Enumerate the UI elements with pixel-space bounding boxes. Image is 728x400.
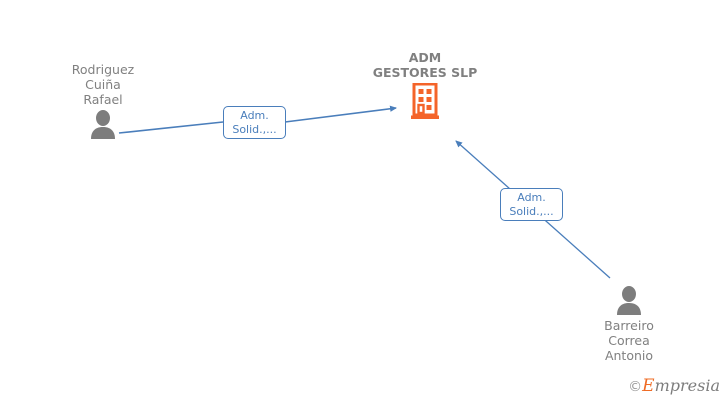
edge-label-rodriguez-to-adm[interactable]: Adm. Solid.,... (223, 106, 286, 139)
company-node-adm-gestores-slp[interactable]: ADM GESTORES SLP (325, 50, 525, 120)
company-name-label: ADM GESTORES SLP (372, 50, 478, 80)
person-node-rodriguez-cuina-rafael[interactable]: Rodriguez Cuiña Rafael (28, 62, 178, 139)
person-node-barreiro-correa-antonio[interactable]: Barreiro Correa Antonio (554, 283, 704, 363)
edge-label-barreiro-to-adm[interactable]: Adm. Solid.,... (500, 188, 563, 221)
building-icon (411, 83, 439, 119)
brand-name: mpresia (654, 376, 720, 395)
person-name-label: Barreiro Correa Antonio (604, 318, 654, 363)
person-icon (91, 110, 115, 139)
person-icon (617, 286, 641, 315)
person-name-label: Rodriguez Cuiña Rafael (71, 62, 135, 107)
brand-initial: E (642, 376, 655, 396)
watermark-empresia: ©Empresia (628, 377, 720, 396)
copyright-symbol: © (628, 379, 643, 395)
edge-line-rodriguez-segment-1 (118, 121, 224, 134)
edge-line-rodriguez-segment-2 (284, 105, 397, 123)
